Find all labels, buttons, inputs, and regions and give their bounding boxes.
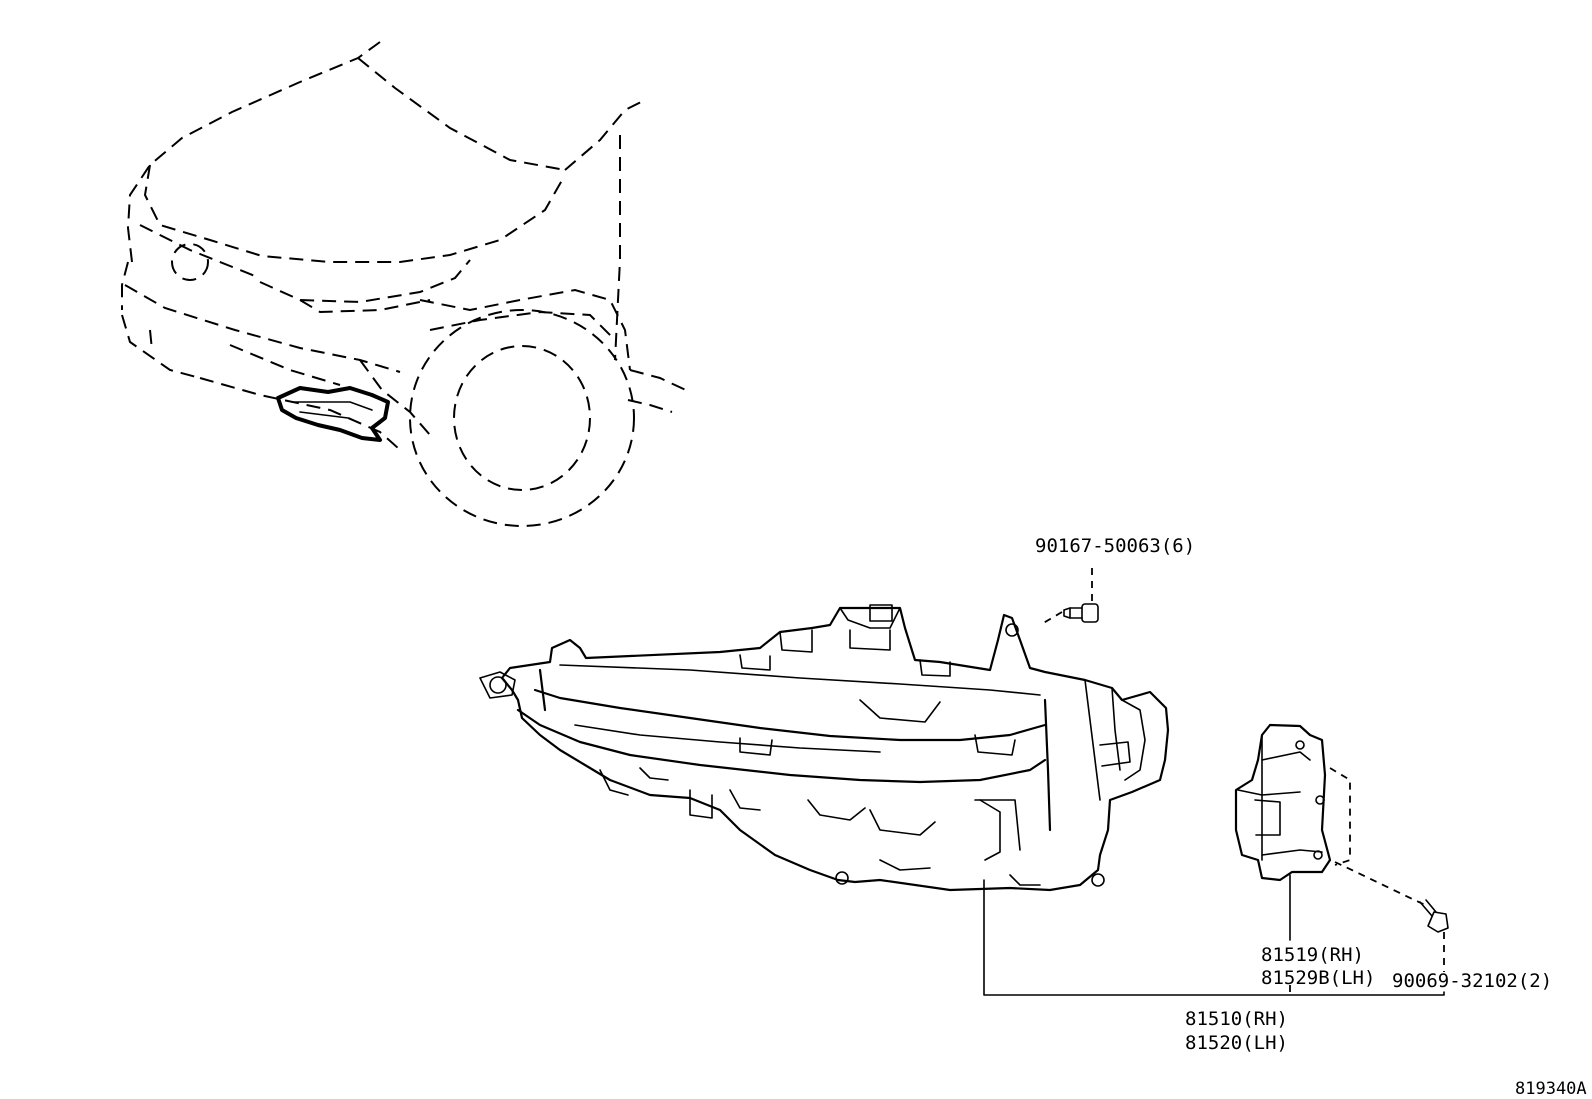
figure-code: 819340A: [1515, 1079, 1587, 1099]
label-screw-top: 90167-50063(6): [1035, 535, 1195, 557]
fog-lamp-assembly: [479, 604, 1170, 892]
label-screw-side: 90069-32102(2): [1392, 970, 1552, 992]
fog-lamp-bracket: [1234, 723, 1332, 882]
screw-top-icon: [1063, 603, 1099, 623]
label-bracket-lh: 81529B(LH): [1261, 967, 1375, 989]
vehicle-front-illustration: [121, 41, 691, 527]
leader-lines: [983, 568, 1445, 996]
label-lamp-lh: 81520(LH): [1185, 1032, 1288, 1054]
label-bracket-rh: 81519(RH): [1261, 944, 1364, 966]
label-lamp-rh: 81510(RH): [1185, 1008, 1288, 1030]
screw-side-icon: [1419, 899, 1449, 933]
